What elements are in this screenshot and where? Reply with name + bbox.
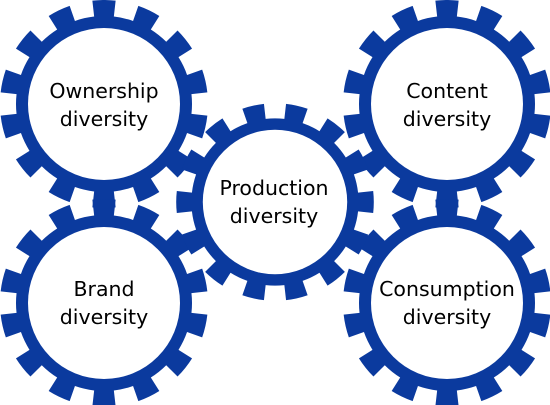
gear-face <box>202 129 348 275</box>
label-line: Brand <box>73 277 135 301</box>
gear-content-diversity <box>343 0 550 209</box>
label-line: diversity <box>59 305 149 329</box>
label-line: diversity <box>402 107 492 131</box>
gear-face <box>371 227 523 379</box>
gear-face <box>371 28 523 180</box>
label-brand-diversity: Brand diversity <box>19 275 189 331</box>
label-production-diversity: Production diversity <box>189 174 359 230</box>
label-consumption-diversity: Consumption diversity <box>362 275 532 331</box>
label-ownership-diversity: Ownership diversity <box>19 77 189 133</box>
gear-brand-diversity <box>0 198 208 405</box>
gear-consumption-diversity <box>343 198 550 405</box>
label-line: Production <box>219 176 329 200</box>
gear-production-diversity <box>176 103 374 301</box>
label-line: Content <box>406 79 488 103</box>
label-line: diversity <box>402 305 492 329</box>
label-content-diversity: Content diversity <box>362 77 532 133</box>
label-line: diversity <box>229 204 319 228</box>
gear-ownership-diversity <box>0 0 208 209</box>
label-line: Ownership <box>49 79 159 103</box>
gear-face <box>28 28 180 180</box>
gear-face <box>28 227 180 379</box>
label-line: diversity <box>59 107 149 131</box>
label-line: Consumption <box>379 277 515 301</box>
